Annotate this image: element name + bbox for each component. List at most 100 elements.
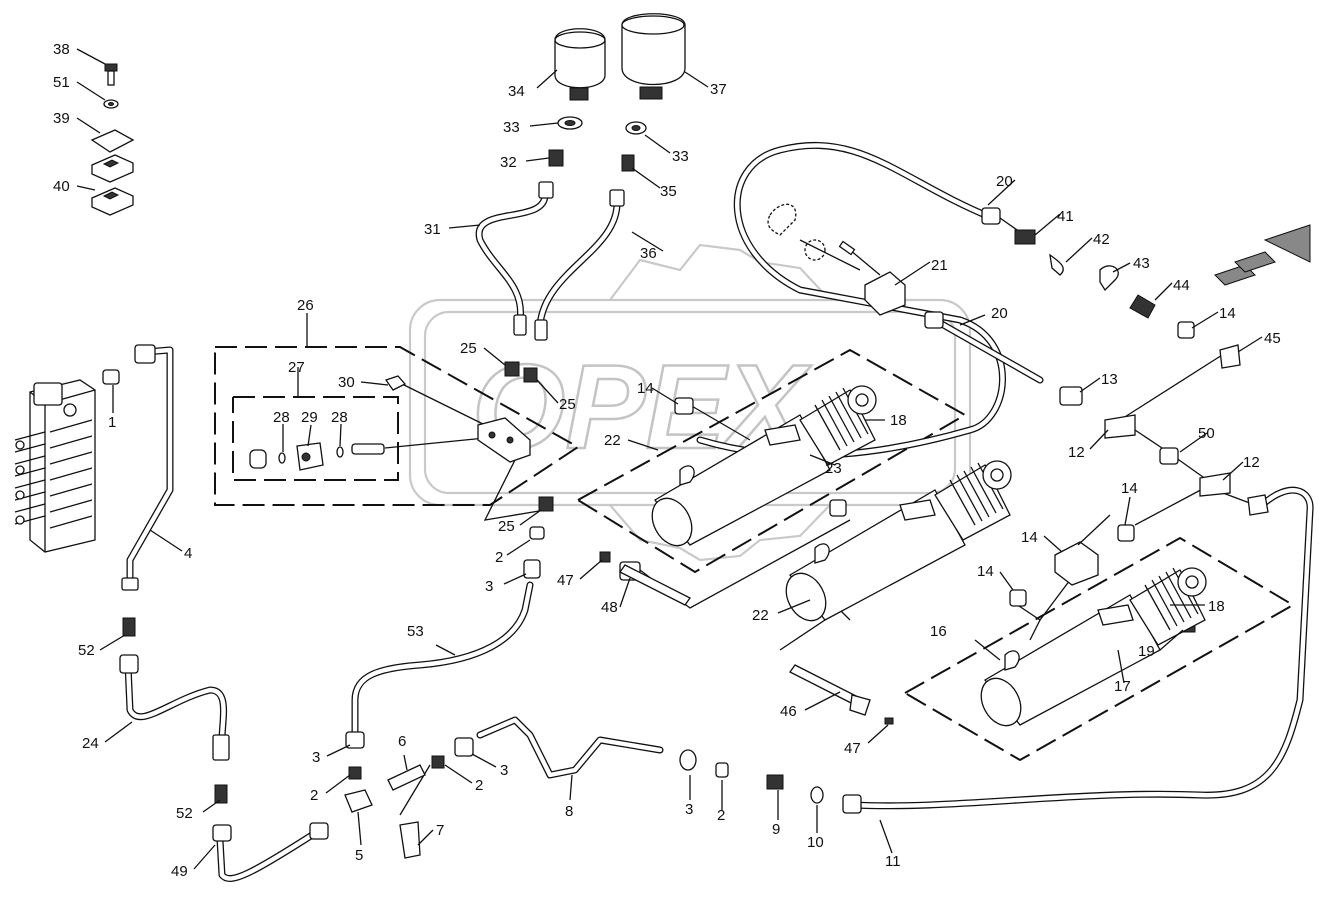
callout-33: 33: [503, 119, 520, 136]
callout-4: 4: [184, 545, 192, 562]
hose-24: [124, 661, 228, 744]
pin-46: [789, 664, 894, 725]
callout-40: 40: [53, 178, 70, 195]
hose-end-fittings: [513, 181, 625, 341]
callout-42: 42: [1093, 231, 1110, 248]
hose-20-lower: [936, 319, 1044, 384]
callout-22: 22: [752, 607, 769, 624]
callout-2: 2: [310, 787, 318, 804]
callout-7: 7: [436, 822, 444, 839]
callout-34: 34: [508, 83, 525, 100]
callout-24: 24: [82, 735, 99, 752]
callout-14: 14: [637, 380, 654, 397]
washer-51: [103, 99, 119, 109]
callout-51: 51: [53, 74, 70, 91]
callout-33: 33: [672, 148, 689, 165]
ball-valve-14: [1054, 514, 1111, 586]
callout-1: 1: [108, 414, 116, 431]
callout-36: 36: [640, 245, 657, 262]
accumulator-37: [621, 13, 686, 100]
adapter-32: [548, 149, 564, 167]
callout-21: 21: [931, 257, 948, 274]
callout-10: 10: [807, 834, 824, 851]
accumulator-34: [554, 28, 606, 101]
hose-11: [851, 486, 1314, 810]
seal-33-right: [625, 121, 647, 135]
hose-36: [536, 196, 621, 329]
callout-47: 47: [557, 572, 574, 589]
callout-32: 32: [500, 154, 517, 171]
callout-39: 39: [53, 110, 70, 127]
callout-14: 14: [1121, 480, 1138, 497]
ghost-fitting: [767, 203, 826, 261]
callout-14: 14: [977, 563, 994, 580]
callouts: 38 51 39 40 34 37 33 33 32 35 31 36 20 4…: [53, 41, 1281, 880]
callout-11: 11: [885, 853, 901, 870]
control-valve-block: [14, 379, 96, 553]
valve-block-26: [477, 417, 531, 463]
oring-28: [278, 446, 344, 464]
pipe-8: [476, 716, 664, 779]
callout-46: 46: [780, 703, 797, 720]
callout-3: 3: [312, 749, 320, 766]
callout-29: 29: [301, 409, 318, 426]
callout-48: 48: [601, 599, 618, 616]
assembly-box-22-top: [577, 348, 968, 574]
fitting-25-top: [504, 361, 538, 383]
callout-12: 12: [1068, 444, 1085, 461]
callout-16: 16: [930, 623, 947, 640]
assembly-box-16: [904, 536, 1295, 762]
bolt-38: [104, 63, 118, 86]
callout-14: 14: [1219, 305, 1236, 322]
callout-20: 20: [996, 173, 1013, 190]
callout-3: 3: [500, 762, 508, 779]
callout-44: 44: [1173, 277, 1190, 294]
pipe-53: [351, 581, 534, 739]
callout-3: 3: [685, 801, 693, 818]
assembly-box-26: [214, 346, 580, 506]
direction-arrow: [1214, 224, 1311, 286]
callout-49: 49: [171, 863, 188, 880]
callout-6: 6: [398, 733, 406, 750]
callout-38: 38: [53, 41, 70, 58]
plug-28-left: [249, 449, 267, 469]
hose-31: [475, 191, 549, 324]
assembly-box-27: [232, 396, 399, 481]
pipe-4: [126, 346, 174, 584]
callout-17: 17: [1114, 678, 1131, 695]
callout-23: 23: [825, 460, 842, 477]
callout-43: 43: [1133, 255, 1150, 272]
callout-31: 31: [424, 221, 441, 238]
callout-19: 19: [1138, 643, 1155, 660]
clamp-40: [91, 154, 134, 216]
callout-50: 50: [1198, 425, 1215, 442]
callout-20: 20: [991, 305, 1008, 322]
callout-2: 2: [475, 777, 483, 794]
pipe-49: [216, 826, 324, 882]
callout-2: 2: [717, 807, 725, 824]
callout-41: 41: [1057, 208, 1074, 225]
callout-35: 35: [660, 183, 677, 200]
cylinder-22-bottom: [785, 460, 1012, 622]
callout-13: 13: [1101, 371, 1118, 388]
callout-37: 37: [710, 81, 727, 98]
callout-25: 25: [559, 396, 576, 413]
callout-2: 2: [495, 549, 503, 566]
callout-18: 18: [890, 412, 907, 429]
callout-25: 25: [498, 518, 515, 535]
cylinder-22-top: [651, 385, 877, 547]
callout-30: 30: [338, 374, 355, 391]
callout-53: 53: [407, 623, 424, 640]
callout-12: 12: [1243, 454, 1260, 471]
callout-28: 28: [331, 409, 348, 426]
callout-3: 3: [485, 578, 493, 595]
leader-lines: [76, 48, 1263, 870]
callout-5: 5: [355, 847, 363, 864]
callout-27: 27: [288, 359, 305, 376]
callout-52: 52: [176, 805, 193, 822]
fitting-30: [384, 375, 407, 391]
callout-52: 52: [78, 642, 95, 659]
callout-14: 14: [1021, 529, 1038, 546]
callout-28: 28: [273, 409, 290, 426]
